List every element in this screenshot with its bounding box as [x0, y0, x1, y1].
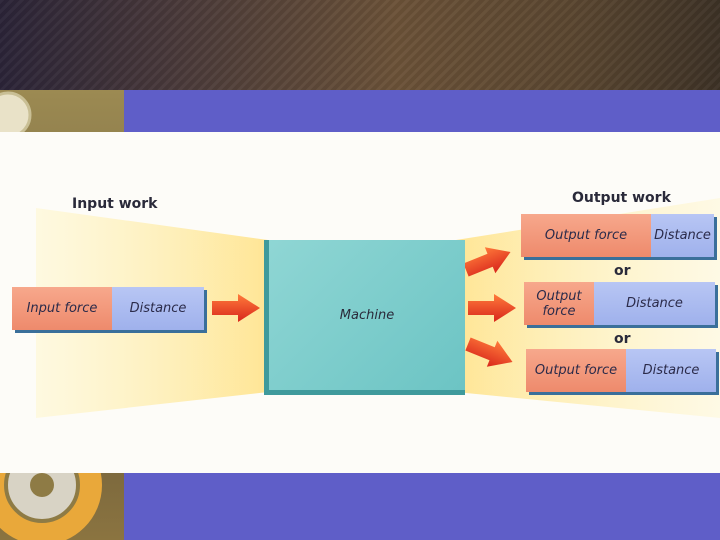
input-bar: Input force Distance — [12, 287, 204, 330]
input-force-segment: Input force — [12, 287, 112, 330]
output-bar-1: Output force Distance — [521, 214, 714, 257]
output-distance-segment: Distance — [626, 349, 716, 392]
or-label: or — [614, 331, 631, 347]
input-work-title: Input work — [72, 196, 158, 212]
arrow-output-top — [463, 247, 511, 277]
arrow-input — [212, 294, 260, 322]
output-distance-segment: Distance — [651, 214, 714, 257]
output-bar-2: Output force Distance — [524, 282, 715, 325]
output-force-segment: Output force — [526, 349, 626, 392]
output-force-line-2: force — [542, 303, 576, 319]
output-force-segment: Output force — [524, 282, 594, 325]
output-work-title: Output work — [572, 190, 671, 206]
output-bar-3: Output force Distance — [526, 349, 716, 392]
machine-box: Machine — [264, 240, 465, 395]
machine-label: Machine — [339, 307, 395, 323]
or-label: or — [614, 263, 631, 279]
output-force-segment: Output force — [521, 214, 651, 257]
arrow-output-middle — [468, 294, 516, 322]
output-force-line-1: Output — [536, 288, 582, 304]
arrow-output-bottom — [465, 337, 513, 367]
input-distance-segment: Distance — [112, 287, 204, 330]
top-banner — [0, 0, 720, 90]
output-distance-segment: Distance — [594, 282, 715, 325]
